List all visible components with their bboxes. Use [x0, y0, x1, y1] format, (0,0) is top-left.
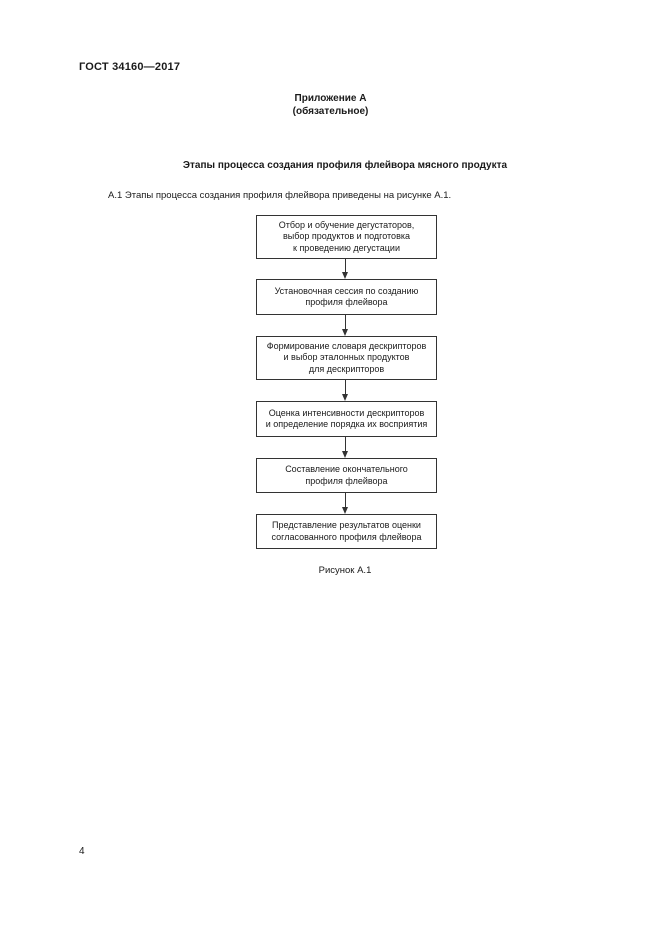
flow-step-2: Установочная сессия по созданию профиля …	[256, 279, 437, 315]
flow-step-5: Составление окончательного профиля флейв…	[256, 458, 437, 493]
flow-step-1-text: Отбор и обучение дегустаторов, выбор про…	[278, 219, 415, 253]
flow-step-2-text: Установочная сессия по созданию профиля …	[274, 285, 419, 308]
annex-title: Приложение А	[294, 93, 367, 104]
standard-code: ГОСТ 34160—2017	[79, 61, 181, 73]
flow-arrow-3	[342, 380, 348, 401]
flow-step-6: Представление результатов оценки согласо…	[256, 514, 437, 549]
flow-step-1: Отбор и обучение дегустаторов, выбор про…	[256, 215, 437, 259]
page-number: 4	[79, 846, 85, 857]
flow-step-3: Формирование словаря дескрипторов и выбо…	[256, 336, 437, 380]
flow-step-5-text: Составление окончательного профиля флейв…	[285, 464, 408, 486]
flow-arrow-4	[342, 437, 348, 458]
figure-caption: Рисунок А.1	[318, 565, 372, 576]
paragraph-a1: А.1 Этапы процесса создания профиля флей…	[108, 190, 452, 201]
flow-step-4: Оценка интенсивности дескрипторов и опре…	[256, 401, 437, 437]
flow-arrow-1	[342, 259, 348, 279]
annex-status: (обязательное)	[292, 106, 369, 117]
flow-step-6-text: Представление результатов оценки согласо…	[271, 520, 422, 542]
flow-arrow-5	[342, 493, 348, 514]
section-title: Этапы процесса создания профиля флейвора…	[182, 160, 508, 171]
flow-arrow-2	[342, 315, 348, 336]
flow-step-3-text: Формирование словаря дескрипторов и выбо…	[266, 340, 427, 374]
annex-heading: Приложение А (обязательное)	[0, 92, 661, 118]
flow-step-4-text: Оценка интенсивности дескрипторов и опре…	[265, 407, 428, 430]
